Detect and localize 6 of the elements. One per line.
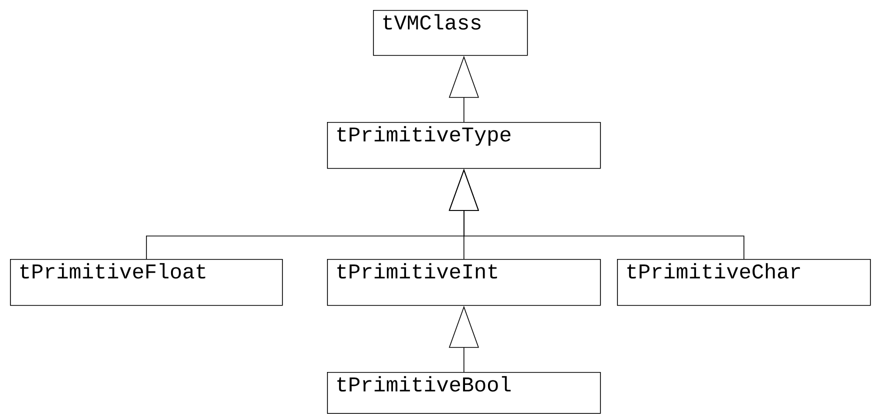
class-box: tPrimitiveInt <box>327 259 601 306</box>
class-box: tPrimitiveType <box>327 122 601 169</box>
class-box: tPrimitiveFloat <box>10 259 283 306</box>
class-box: tVMClass <box>373 10 528 56</box>
class-box: tPrimitiveChar <box>617 259 871 306</box>
class-box: tPrimitiveBool <box>327 372 601 414</box>
